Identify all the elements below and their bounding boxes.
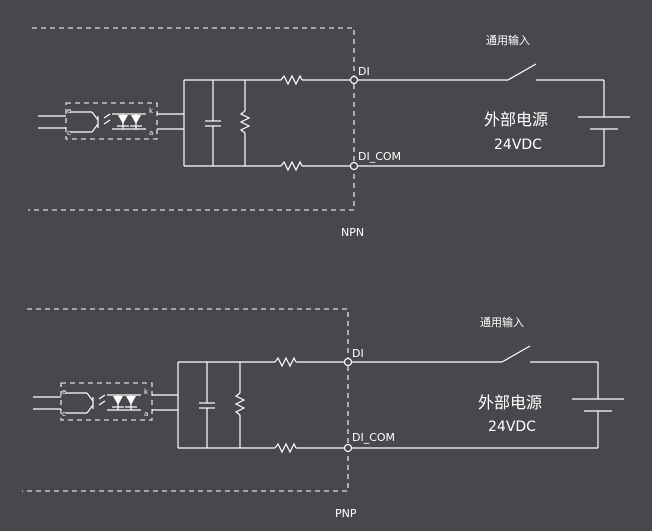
pnp-pin-k: k [144, 388, 149, 396]
npn-led-pair-icon [112, 113, 146, 130]
pnp-dicom-label: DI_COM [352, 431, 395, 444]
npn-title: NPN [341, 226, 364, 239]
npn-dicom-terminal [349, 161, 359, 171]
pnp-switch-icon [501, 345, 531, 363]
pnp-capacitor-icon [199, 362, 215, 448]
pnp-dicom-terminal [343, 443, 353, 453]
pnp-voltage-label: 24VDC [488, 419, 536, 435]
pnp-optocoupler-box [60, 382, 153, 421]
npn-battery-icon [578, 116, 630, 130]
pnp-switch-label: 通用输入 [480, 315, 524, 329]
pnp-power-label: 外部电源 [478, 393, 542, 412]
npn-resistor-di-icon [280, 74, 303, 86]
pnp-shunt-resistor-icon [234, 362, 246, 448]
npn-pin-k: k [149, 107, 154, 115]
pnp-title: PNP [335, 507, 357, 520]
pnp-led-pair-icon [107, 394, 141, 411]
npn-resistor-com-icon [280, 160, 303, 172]
npn-capacitor-icon [205, 80, 221, 166]
pnp-module-boundary [22, 308, 349, 492]
npn-pin-e: e [67, 107, 71, 115]
pnp-pin-a: a [144, 410, 148, 418]
npn-pin-a: a [149, 129, 153, 137]
pnp-circuit: e c k a DI DI_COM [22, 308, 624, 520]
npn-switch-label: 通用输入 [486, 33, 530, 47]
npn-switch-icon [507, 63, 537, 81]
pnp-di-terminal [343, 357, 353, 367]
npn-power-label: 外部电源 [484, 110, 548, 129]
npn-shunt-resistor-icon [239, 80, 251, 166]
npn-circuit: e c k a DI DI_COM [28, 27, 630, 239]
pnp-pin-c: c [62, 410, 66, 418]
pnp-battery-icon [572, 398, 624, 412]
npn-voltage-label: 24VDC [494, 137, 542, 153]
pnp-pin-e: e [62, 388, 66, 396]
pnp-resistor-com-icon [274, 442, 297, 454]
npn-di-terminal [349, 75, 359, 85]
npn-phototransistor-icon [70, 111, 111, 133]
npn-optocoupler-box [65, 102, 158, 140]
npn-module-boundary [28, 27, 355, 211]
pnp-phototransistor-icon [65, 392, 106, 414]
npn-dicom-label: DI_COM [358, 150, 401, 163]
pnp-resistor-di-icon [274, 356, 297, 368]
npn-pin-c: c [67, 129, 71, 137]
pnp-di-label: DI [352, 347, 364, 360]
npn-di-label: DI [358, 65, 370, 78]
